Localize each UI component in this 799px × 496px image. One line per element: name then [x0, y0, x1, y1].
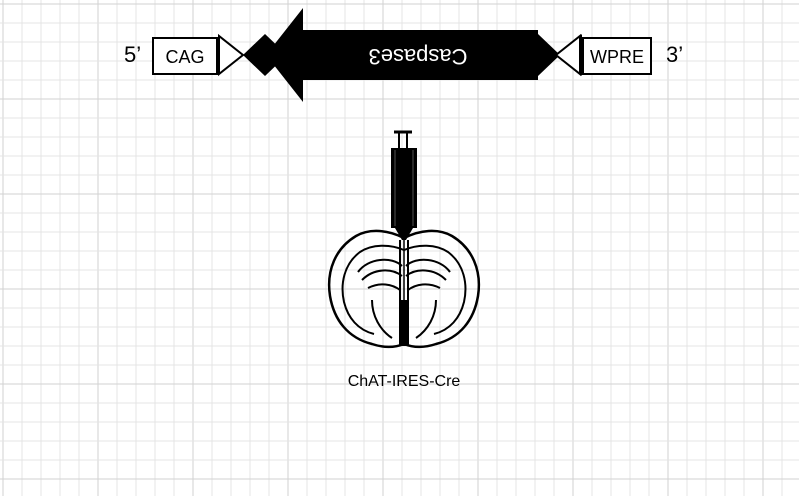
five-prime-label: 5’ [124, 42, 141, 67]
viral-construct: 5’ CAG Caspase3 WPRE 3’ [124, 8, 683, 102]
caspase3-inverted-arrow [266, 8, 538, 102]
mouse-line-label: ChAT-IRES-Cre [348, 373, 461, 390]
caspase3-label: Caspase3 [368, 44, 467, 69]
cag-promoter-label: CAG [165, 47, 204, 67]
three-prime-label: 3’ [666, 42, 683, 67]
wpre-label: WPRE [590, 47, 644, 67]
needle-icon [399, 240, 409, 346]
loxp-right-solid-triangle [538, 34, 560, 76]
loxp-left-solid-triangle [243, 34, 265, 76]
loxp-right-open-triangle [554, 33, 581, 77]
loxp-left-open-triangle [218, 33, 245, 77]
cag-promoter-box [152, 37, 218, 75]
syringe-icon [391, 130, 417, 240]
wpre-box [582, 37, 652, 75]
